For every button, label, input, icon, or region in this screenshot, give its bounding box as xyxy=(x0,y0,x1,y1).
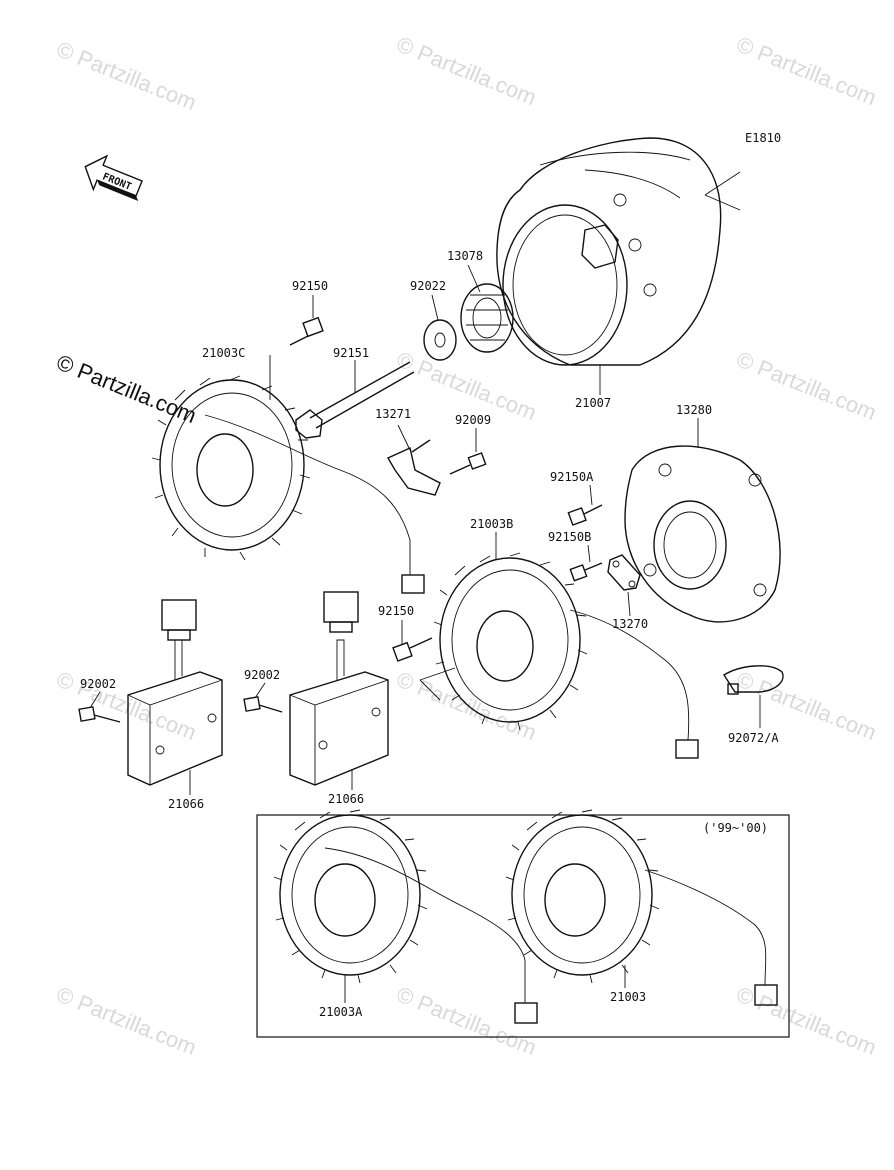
stator-21003B xyxy=(419,552,699,759)
label-21003B: 21003B xyxy=(470,517,513,531)
watermark: © Partzilla.com xyxy=(393,981,540,1060)
watermark: © Partzilla.com xyxy=(393,31,540,110)
label-21003C: 21003C xyxy=(202,346,245,360)
label-13078: 13078 xyxy=(447,249,483,263)
label-21066-right: 21066 xyxy=(328,792,364,806)
rotor-21007 xyxy=(496,137,741,366)
cover-13280 xyxy=(624,445,781,623)
label-21066-left: 21066 xyxy=(168,797,204,811)
inset-note: ('99~'00) xyxy=(703,821,768,835)
watermark: © Partzilla.com xyxy=(53,666,200,745)
front-arrow-icon: FRONT xyxy=(84,154,143,202)
label-92022: 92022 xyxy=(410,279,446,293)
label-21007: 21007 xyxy=(575,396,611,410)
watermark: © Partzilla.com xyxy=(53,981,200,1060)
watermark-layer: © Partzilla.com © Partzilla.com © Partzi… xyxy=(53,31,880,1060)
bolt-92009 xyxy=(449,452,487,475)
label-13280: 13280 xyxy=(676,403,712,417)
bracket-13271 xyxy=(387,439,441,496)
leader-13270 xyxy=(627,591,631,617)
bolt-92002-right xyxy=(243,696,283,713)
watermark: © Partzilla.com xyxy=(393,666,540,745)
bolt-92150-top xyxy=(289,316,324,346)
leader-92002-right xyxy=(254,682,266,699)
inset-frame xyxy=(256,814,790,1038)
label-92150A: 92150A xyxy=(550,470,594,484)
washer-92022 xyxy=(423,319,457,361)
label-92002-left: 92002 xyxy=(80,677,116,691)
watermark: © Partzilla.com xyxy=(53,36,200,115)
watermark: © Partzilla.com xyxy=(733,31,880,110)
label-92009: 92009 xyxy=(455,413,491,427)
gear-13078 xyxy=(460,283,514,353)
leader-13271 xyxy=(397,424,411,451)
bolt-92002-left xyxy=(78,706,121,723)
bolt-92150B xyxy=(569,562,603,582)
watermark: © Partzilla.com xyxy=(733,346,880,425)
copyright-text: © Partzilla.com xyxy=(53,349,200,428)
label-92150-mid: 92150 xyxy=(378,604,414,618)
band-92072A xyxy=(723,665,784,695)
diagram-code: E1810 xyxy=(745,131,781,145)
label-13270: 13270 xyxy=(612,617,648,631)
label-92150B: 92150B xyxy=(548,530,591,544)
leader-92022 xyxy=(431,294,439,321)
label-92002-right: 92002 xyxy=(244,668,280,682)
leader-92002-left xyxy=(89,691,101,709)
label-92150-top: 92150 xyxy=(292,279,328,293)
regulator-21066-right xyxy=(289,591,389,786)
leader-92150A xyxy=(589,484,593,506)
regulator-21066-left xyxy=(127,599,223,786)
bolt-92150A xyxy=(567,504,603,526)
label-21003A: 21003A xyxy=(319,1005,363,1019)
leader-92150B xyxy=(587,544,591,563)
stator-21003A xyxy=(273,809,538,1024)
label-92072A: 92072/A xyxy=(728,731,779,745)
stator-21003C xyxy=(151,375,425,594)
bolt-92151 xyxy=(295,361,415,439)
label-13271: 13271 xyxy=(375,407,411,421)
plate-13270 xyxy=(607,554,641,591)
leader-13078 xyxy=(467,264,481,293)
label-21003: 21003 xyxy=(610,990,646,1004)
bolt-92150-mid xyxy=(392,637,433,662)
stator-21003 xyxy=(505,809,778,1006)
label-92151: 92151 xyxy=(333,346,369,360)
